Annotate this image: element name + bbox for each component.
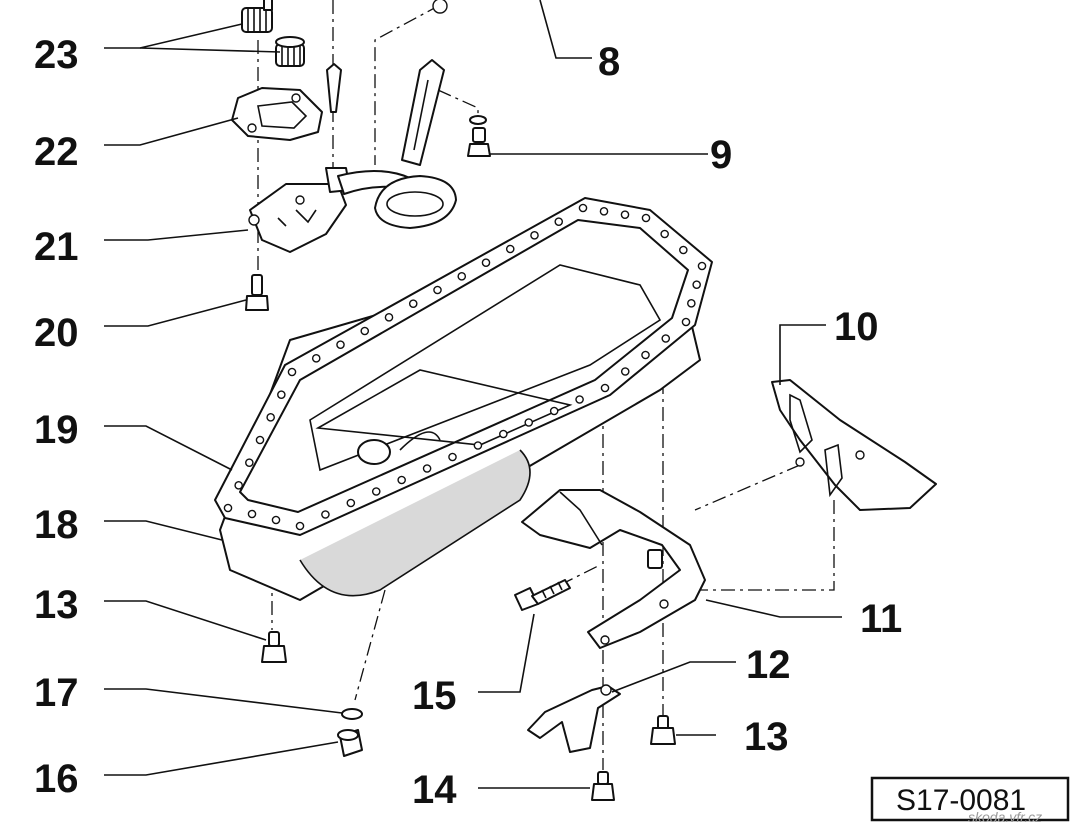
callout-18: 18 bbox=[34, 503, 79, 547]
bolt-hole bbox=[620, 367, 630, 376]
callout-22: 22 bbox=[34, 130, 79, 174]
bolt-hole bbox=[660, 229, 669, 239]
bolt-hole bbox=[255, 435, 265, 445]
callout-23: 23 bbox=[34, 33, 79, 77]
bolt-hole bbox=[681, 317, 691, 327]
bolt-hole bbox=[499, 429, 508, 439]
bolt-hole bbox=[266, 413, 275, 422]
bolt-hole bbox=[457, 272, 467, 281]
bolt-hole bbox=[620, 210, 630, 219]
watermark: skoda.vfr.cz bbox=[968, 809, 1042, 825]
bolt-hole bbox=[679, 245, 688, 255]
callout-12: 12 bbox=[746, 643, 791, 687]
bolt-hole bbox=[277, 390, 286, 399]
pan-bolts bbox=[261, 631, 676, 745]
callout-20: 20 bbox=[34, 311, 79, 355]
bolt-hole bbox=[549, 406, 559, 416]
bolt-hole bbox=[321, 510, 330, 519]
bolt-hole bbox=[524, 418, 534, 427]
bolt-hole bbox=[271, 515, 281, 525]
callout-13b: 13 bbox=[744, 715, 789, 759]
bolt-hole bbox=[599, 207, 609, 216]
bolt-hole bbox=[336, 340, 345, 349]
bolt-hole bbox=[433, 285, 442, 295]
bolt-hole bbox=[287, 367, 297, 377]
bolt-hole bbox=[360, 326, 370, 336]
support-bracket bbox=[521, 489, 706, 649]
reference-label: S17-0081 skoda.vfr.cz bbox=[870, 776, 1070, 825]
callout-numbers: 23 22 21 20 19 18 13 17 16 8 9 10 11 12 … bbox=[34, 33, 902, 812]
bolt-hole bbox=[384, 313, 394, 322]
bolt-hole bbox=[311, 354, 321, 363]
bracket-bolt bbox=[514, 579, 571, 611]
callout-16: 16 bbox=[34, 757, 79, 801]
bolt-hole bbox=[661, 334, 671, 343]
oil-pump-with-pickup bbox=[248, 59, 457, 253]
gearbox-bracket bbox=[771, 379, 937, 511]
bolt-hole bbox=[505, 244, 515, 254]
oil-pump-gears bbox=[241, 0, 305, 67]
callout-14: 14 bbox=[412, 768, 457, 812]
callout-9: 9 bbox=[710, 133, 732, 177]
bolt-hole bbox=[481, 258, 491, 267]
callout-17: 17 bbox=[34, 671, 79, 715]
reference-code: S17-0081 bbox=[896, 784, 1026, 817]
bolt-hole bbox=[295, 521, 305, 531]
bolt-hole bbox=[641, 350, 650, 360]
bracket-bolt-14 bbox=[591, 771, 615, 801]
pan-bolt-holes bbox=[223, 203, 707, 531]
callout-8: 8 bbox=[598, 40, 620, 84]
bolt-hole bbox=[234, 481, 243, 490]
bolt-hole bbox=[687, 299, 696, 308]
bolt-hole bbox=[600, 383, 610, 393]
bolt-hole bbox=[346, 498, 356, 508]
bolt-hole bbox=[692, 280, 701, 289]
pump-cover-gasket bbox=[231, 87, 323, 141]
bolt-hole bbox=[245, 458, 254, 467]
bolt-hole bbox=[448, 452, 457, 462]
callout-19: 19 bbox=[34, 408, 79, 452]
pump-bolt bbox=[245, 274, 269, 311]
bolt-hole bbox=[578, 203, 588, 213]
bolt-hole bbox=[247, 509, 257, 519]
leader-lines bbox=[104, 0, 842, 789]
small-bracket bbox=[527, 684, 621, 753]
bolt-hole bbox=[697, 261, 707, 271]
callout-10: 10 bbox=[834, 305, 879, 349]
bolt-hole bbox=[223, 503, 233, 513]
callout-21: 21 bbox=[34, 225, 79, 269]
bolt-hole bbox=[397, 475, 406, 485]
callout-13a: 13 bbox=[34, 583, 79, 627]
callout-11: 11 bbox=[860, 597, 902, 641]
drain-plug-and-seal bbox=[337, 708, 363, 757]
bolt-hole bbox=[371, 487, 381, 496]
bolt-hole bbox=[473, 441, 483, 450]
spring-pin bbox=[326, 0, 448, 113]
bolt-hole bbox=[554, 217, 564, 226]
bolt-hole bbox=[530, 231, 539, 240]
bolt-and-washer bbox=[467, 115, 491, 157]
callout-15: 15 bbox=[412, 674, 457, 718]
bolt-hole bbox=[575, 395, 584, 404]
oil-pan-gasket bbox=[214, 197, 713, 536]
bolt-hole bbox=[422, 464, 432, 473]
bolt-hole bbox=[408, 299, 418, 308]
bolt-hole bbox=[641, 213, 651, 223]
